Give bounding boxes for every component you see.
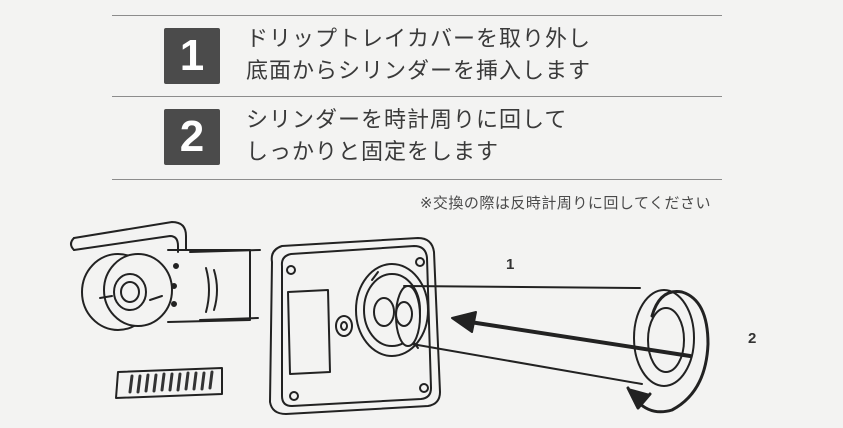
end-cap (81, 253, 173, 331)
step-1-line2: 底面からシリンダーを挿入します (246, 59, 592, 84)
socket-ring (355, 263, 429, 357)
label-rotate: 2 (748, 330, 757, 347)
step-1: 1 ドリップトレイカバーを取り外し 底面からシリンダーを挿入します (112, 16, 722, 96)
step-1-text: ドリップトレイカバーを取り外し 底面からシリンダーを挿入します (246, 24, 591, 88)
step-1-line1: ドリップトレイカバーを取り外し (246, 27, 592, 52)
step-2-text: シリンダーを時計周りに回して しっかりと固定をします (246, 105, 567, 169)
mounting-plate (269, 237, 441, 415)
steam-wand-pipe (70, 221, 187, 253)
machine-body (167, 249, 261, 323)
vent-grille (115, 367, 223, 399)
step-2: 2 シリンダーを時計周りに回して しっかりと固定をします (112, 97, 722, 177)
divider-middle (112, 96, 722, 97)
insert-arrow (451, 311, 692, 358)
replacement-note: ※交換の際は反時計周りに回してください (419, 194, 711, 212)
label-insert: 1 (506, 256, 515, 273)
step-2-line1: シリンダーを時計周りに回して (246, 108, 568, 133)
step-1-number: 1 (164, 28, 220, 84)
cylinder (395, 285, 695, 387)
rotate-arrow (626, 290, 710, 414)
step-2-line2: しっかりと固定をします (246, 140, 500, 165)
divider-bottom (112, 179, 722, 180)
divider-top (112, 15, 722, 16)
step-2-number: 2 (164, 109, 220, 165)
